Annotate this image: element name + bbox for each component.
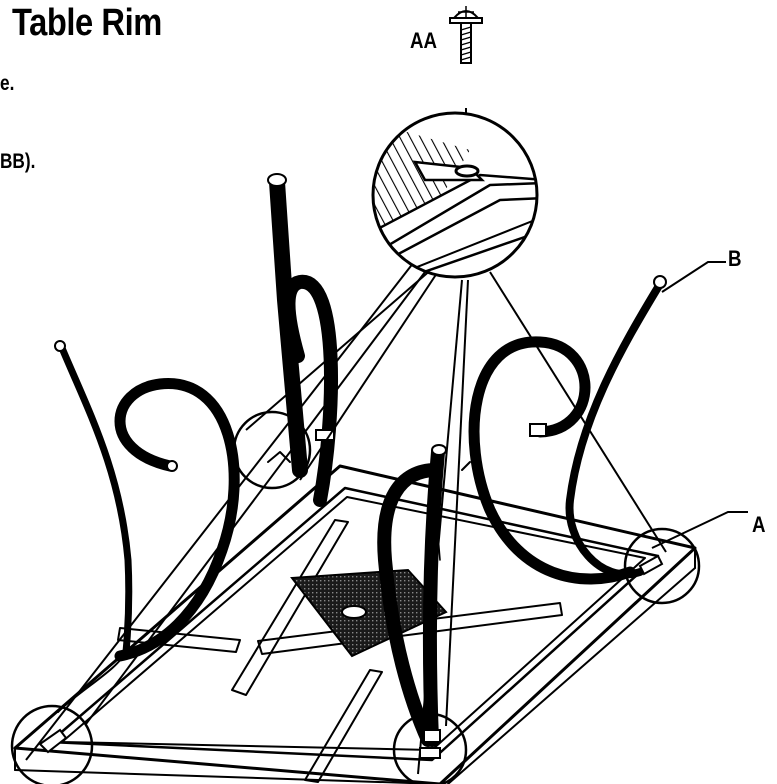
- umbrella-hole: [341, 605, 367, 619]
- callout-label-a: A: [752, 512, 766, 537]
- callout-label-b: B: [728, 246, 742, 271]
- corner-circle-left: [10, 704, 94, 784]
- page-title: Table Rim: [12, 2, 162, 44]
- callout-label-aa: AA: [410, 28, 438, 53]
- corner-circles: [10, 410, 701, 784]
- screw-hole: [454, 164, 480, 178]
- instruction-line-1: e.: [0, 72, 15, 95]
- detail-zoom: [371, 111, 539, 279]
- corner-circle-right: [623, 527, 701, 605]
- callout-lines: [25, 108, 748, 775]
- leg-left: [54, 340, 240, 713]
- leg-front: [377, 444, 471, 747]
- instruction-line-2: BB).: [0, 150, 36, 173]
- mesh-panel: [290, 568, 448, 658]
- corner-circle-back: [232, 410, 312, 490]
- corner-circle-front: [392, 712, 468, 784]
- screw-aa-icon: [449, 6, 483, 64]
- leg-back: [267, 173, 338, 507]
- corner-brackets: [38, 554, 664, 759]
- leg-right: [468, 275, 667, 585]
- detail-circle: [371, 111, 539, 279]
